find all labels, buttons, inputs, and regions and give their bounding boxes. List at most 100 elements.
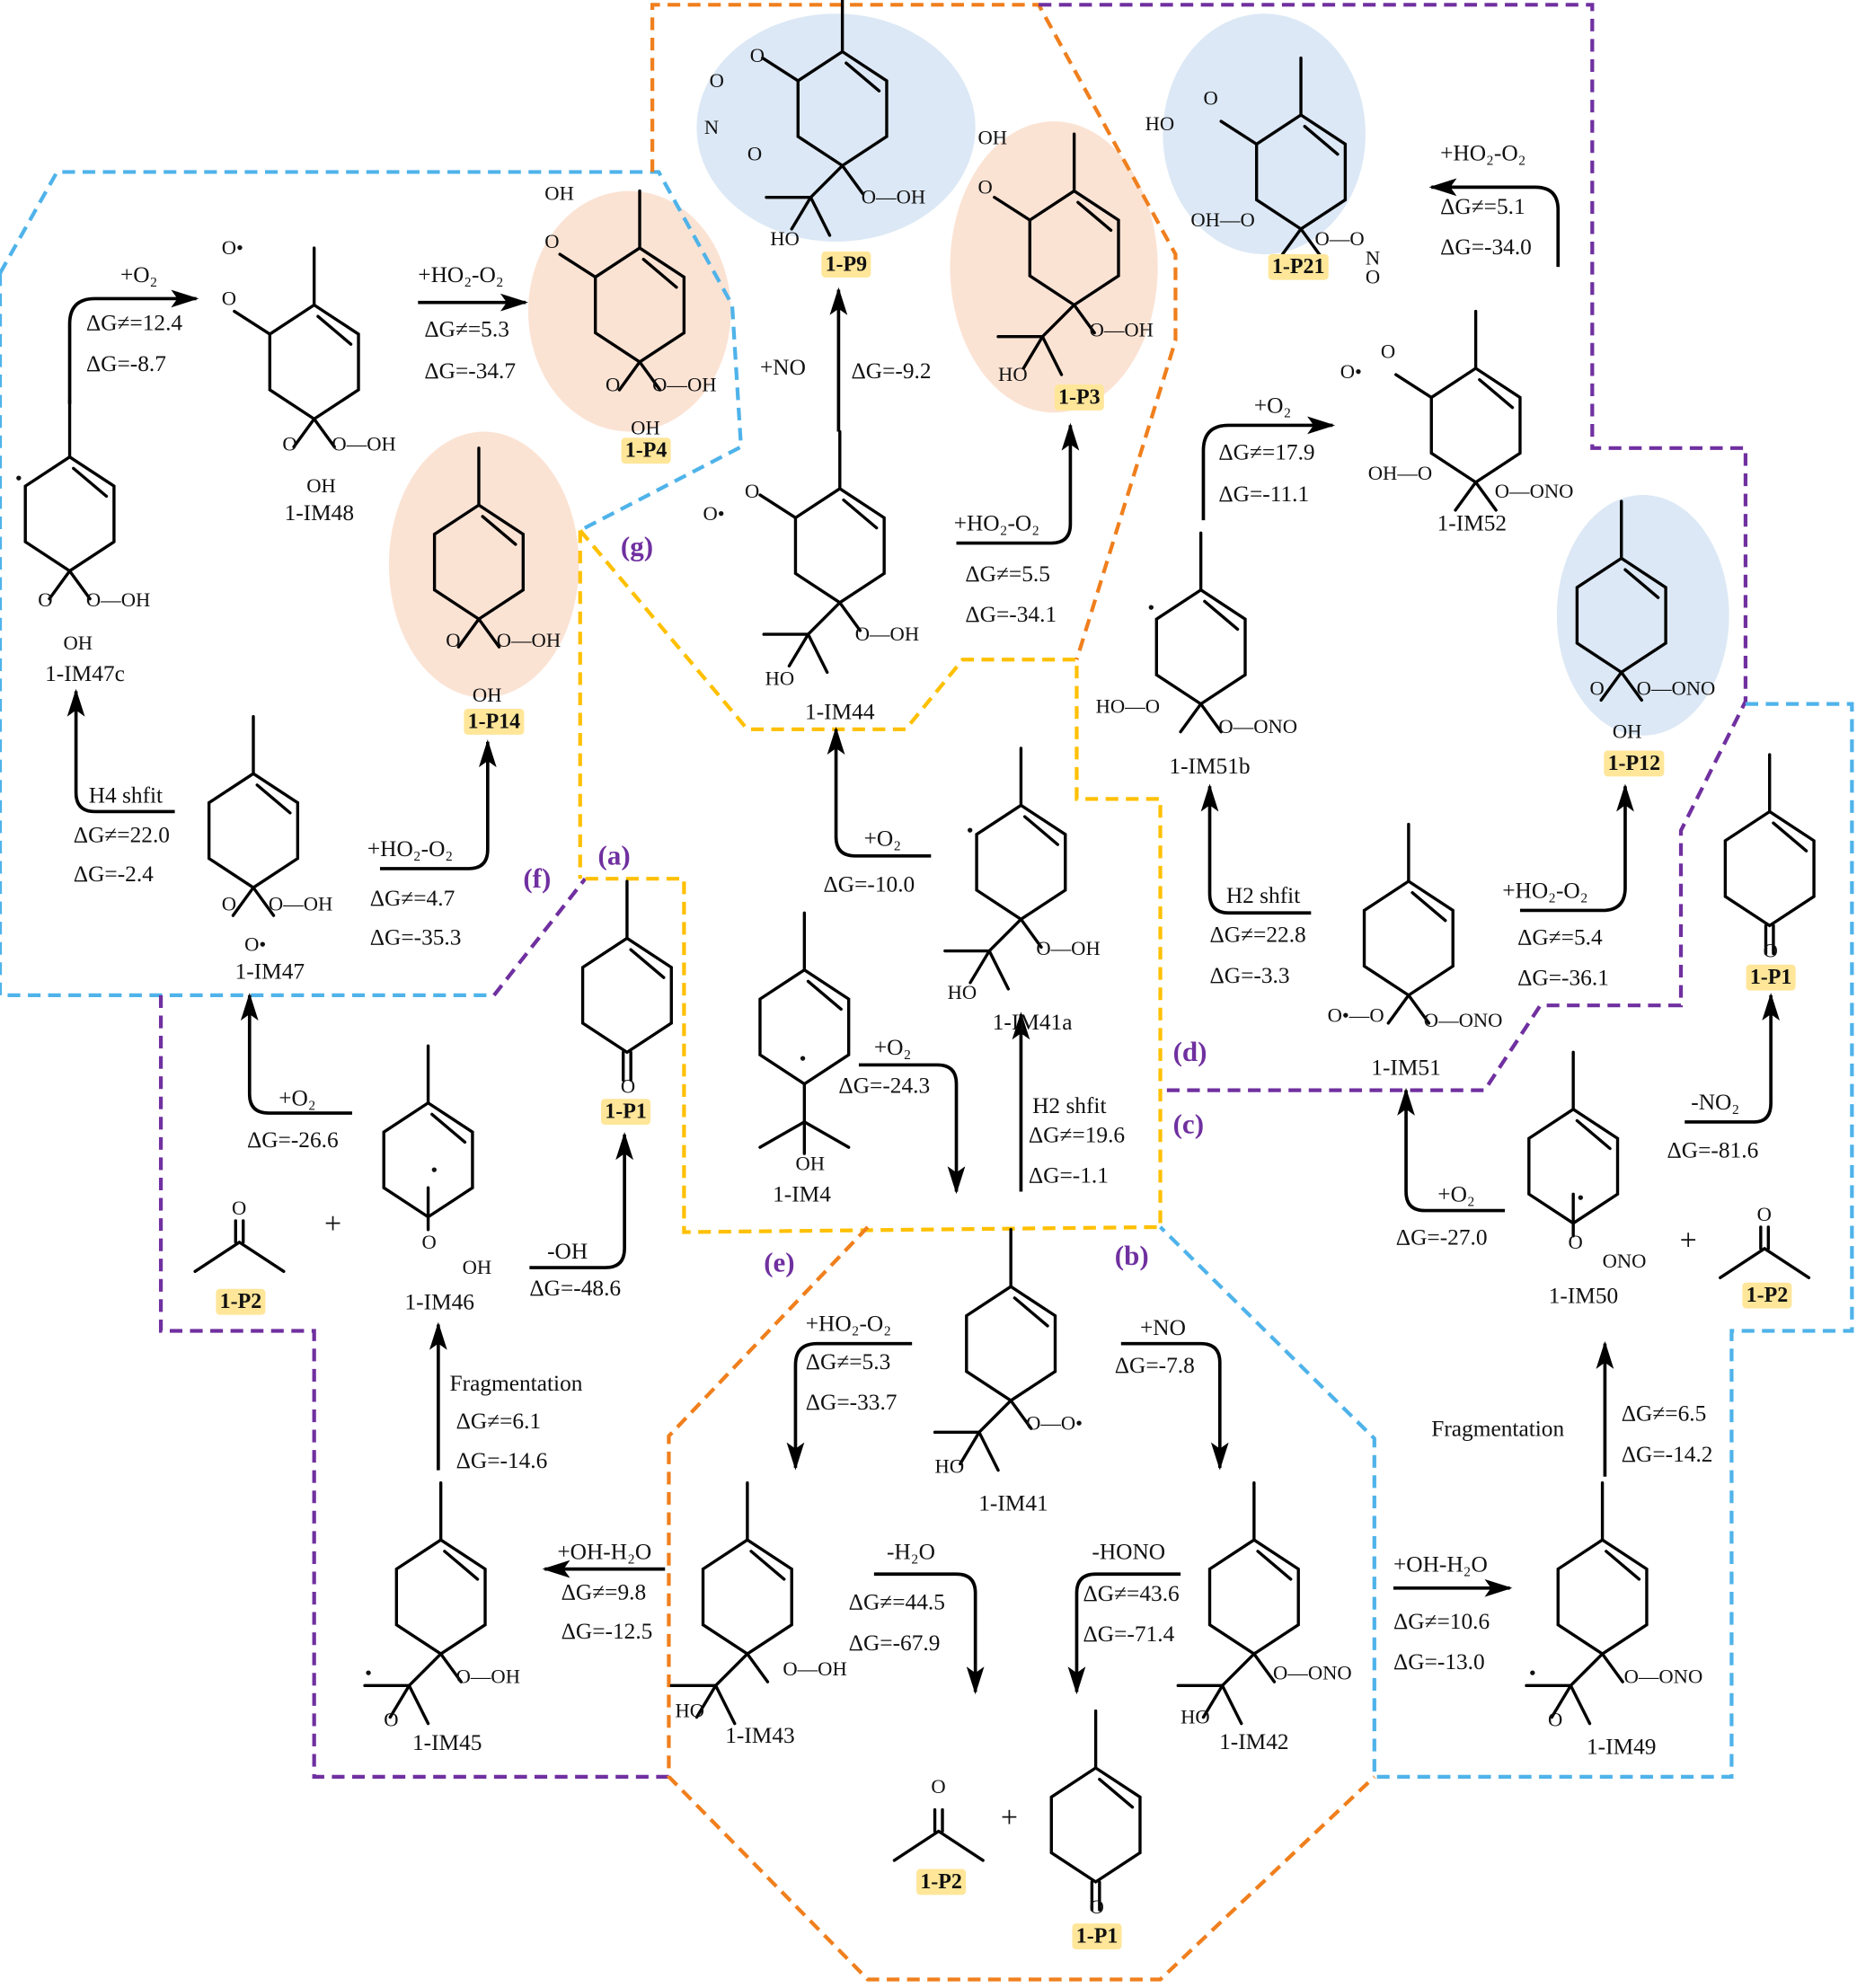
atom-label: O• <box>703 502 725 525</box>
bond <box>790 195 813 231</box>
reaction-labels: +O₂ΔG≠=12.4ΔG=-8.7+HO₂-O₂ΔG≠=5.3ΔG=-34.7… <box>74 141 1758 1674</box>
bond <box>1599 670 1623 702</box>
product-label: 1-P2 <box>1742 1282 1792 1309</box>
product-label-highlight <box>464 708 525 735</box>
atom-label: O <box>282 433 296 455</box>
atom-label: O <box>1589 677 1604 700</box>
intermediate-label: 1-IM43 <box>725 1723 794 1748</box>
energy-label: ΔG=-7.8 <box>1115 1353 1195 1378</box>
cyclohexene-ring <box>793 486 886 605</box>
atom-label: O <box>977 175 992 198</box>
reaction-arrow <box>1428 178 1561 268</box>
bond <box>746 1652 770 1683</box>
bond <box>806 632 829 675</box>
reaction-condition: -HONO ΔG≠=43.6ΔG=-71.4 <box>1083 1539 1180 1647</box>
bond <box>1040 303 1076 339</box>
reagent-label: -NO₂ <box>1691 1090 1739 1115</box>
atom-label: O• <box>222 236 243 259</box>
reagent-label: -H₂O <box>887 1539 935 1564</box>
atom-label: HO <box>770 227 800 250</box>
reagent-label: +OH-H₂O <box>1393 1551 1488 1577</box>
bond <box>638 360 662 392</box>
pathway-region-border <box>492 877 588 997</box>
atom-label: HO <box>1181 1706 1210 1728</box>
cyclohexene-ring <box>394 1538 487 1657</box>
bond <box>806 601 842 636</box>
atom-label: O—OH <box>783 1657 846 1680</box>
pathway-label-a: (a) <box>598 840 631 871</box>
energy-label: ΔG=-14.6 <box>456 1448 548 1473</box>
energy-label: ΔG=-33.7 <box>806 1390 898 1415</box>
energy-label: ΔG≠=19.6 <box>1029 1122 1125 1147</box>
product-label-highlight <box>601 1099 651 1126</box>
intermediate-label: 1-IM41 <box>978 1491 1048 1516</box>
atom-label: O—OH <box>332 433 395 455</box>
bond <box>968 949 991 985</box>
bond <box>1605 1550 1641 1581</box>
bond <box>481 515 517 546</box>
bond <box>292 417 316 449</box>
atom-label: O <box>747 143 762 165</box>
atom-label: O <box>384 1708 398 1730</box>
atom-label: O—ONO <box>1624 1666 1703 1688</box>
bond <box>48 569 72 601</box>
atom-label: OH <box>463 1256 492 1278</box>
bond <box>67 569 92 601</box>
intermediate-name: 1-IM52 <box>1437 510 1507 535</box>
pathway-regions <box>0 3 1854 1982</box>
bond <box>1772 821 1808 853</box>
bond <box>438 1652 463 1683</box>
bond <box>977 1430 1000 1472</box>
product-name: 1-P14 <box>468 710 521 733</box>
reagent-label: -HONO <box>1092 1539 1165 1564</box>
bond <box>233 309 272 336</box>
energy-label: ΔG=-71.4 <box>1083 1621 1175 1647</box>
bond <box>1386 994 1410 1025</box>
energy-label: ΔG≠=43.6 <box>1083 1581 1180 1606</box>
product-ellipse <box>696 13 976 242</box>
intermediate-name: 1-IM4 <box>773 1182 831 1207</box>
reagent-label: +HO₂-O₂ <box>418 262 503 287</box>
atom-label: OH <box>631 416 660 438</box>
atom-label: • <box>1577 1187 1584 1209</box>
cyclohexene-ring <box>1207 1538 1300 1657</box>
pathway-region-border <box>158 994 669 1779</box>
cyclohexene-ring <box>975 803 1067 922</box>
bond <box>713 1683 737 1726</box>
atom-label: O <box>710 69 724 92</box>
atom-label: O• <box>244 933 266 956</box>
pathway-label-g: (g) <box>621 531 653 562</box>
bond <box>407 1683 430 1726</box>
product-name: 1-P21 <box>1272 255 1325 278</box>
molecule-1-p1: O1-P1 <box>580 879 673 1126</box>
bond <box>802 1120 851 1149</box>
cyclohexene-ring <box>23 455 116 573</box>
product-name: 1-P1 <box>605 1100 647 1124</box>
pathway-region-border <box>1039 3 1748 1092</box>
reagent-label: Fragmentation <box>1431 1417 1564 1442</box>
cyclohexene-ring <box>965 1285 1057 1403</box>
bond <box>758 493 798 520</box>
bond <box>252 886 276 917</box>
intermediate-name: 1-IM51 <box>1371 1056 1440 1081</box>
atom-label: O <box>750 44 765 66</box>
bond <box>1076 200 1113 232</box>
atom-label: O <box>931 1775 945 1798</box>
bond <box>694 1683 718 1719</box>
atom-label: O—ONO <box>1495 480 1574 502</box>
energy-label: ΔG≠=17.9 <box>1218 439 1314 464</box>
intermediate-label: 1-IM41a <box>993 1010 1073 1035</box>
product-label: 1-P21 <box>1268 253 1329 280</box>
atom-label: O—OH <box>86 588 150 611</box>
intermediate-name: 1-IM51b <box>1169 754 1250 779</box>
bond <box>1198 702 1223 734</box>
